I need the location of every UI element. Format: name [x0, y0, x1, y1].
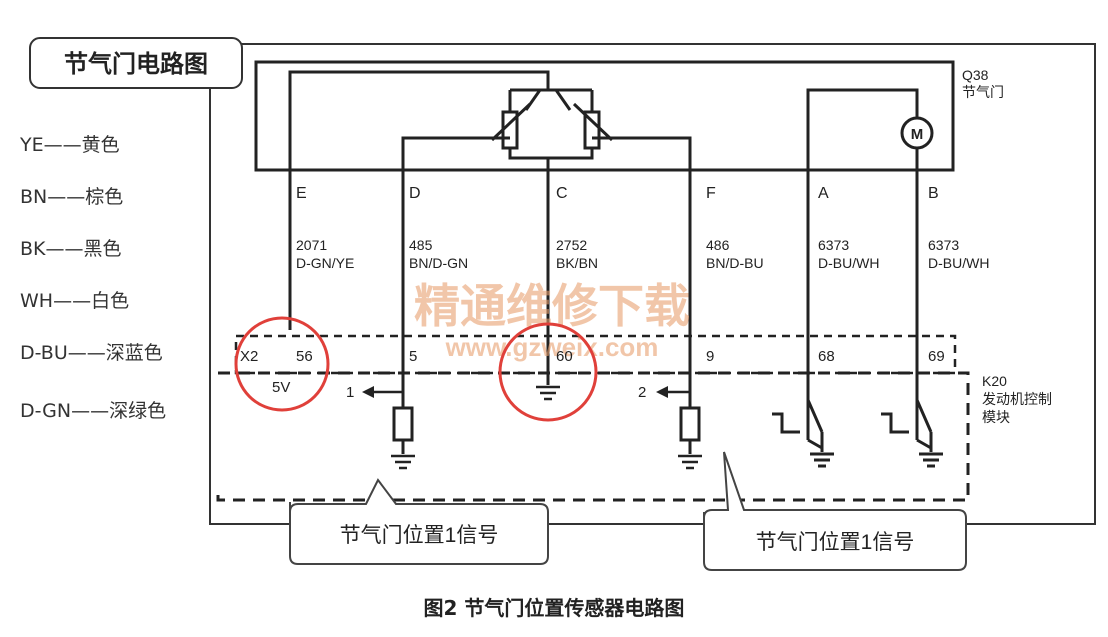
wire-color-e: D-GN/YE [296, 255, 354, 271]
circuit-d: 485 [409, 237, 433, 253]
wire-color-b: D-BU/WH [928, 255, 989, 271]
module-pin-5: 5 [409, 348, 417, 365]
highlight-circle-5v-supply [234, 316, 330, 412]
ground-symbol-1 [391, 454, 415, 470]
circuit-c: 2752 [556, 237, 587, 253]
circuit-a: 6373 [818, 237, 849, 253]
callout-1 [289, 478, 549, 565]
motor-symbol: M [911, 126, 924, 143]
component-id: Q38 [962, 67, 989, 83]
component-name: 节气门 [962, 84, 1004, 100]
pin-a: A [818, 185, 829, 202]
circuit-e: 2071 [296, 237, 327, 253]
figure-caption: 图2 节气门位置传感器电路图 [423, 596, 685, 620]
module-pin-9: 9 [706, 348, 714, 365]
throttle-motor [806, 88, 934, 440]
module-pin-60: 60 [556, 348, 573, 365]
module-pin-69: 69 [928, 348, 945, 365]
module-k20-boundary [216, 371, 970, 502]
callout-1-label: 节气门位置1信号 [340, 524, 499, 547]
wire-color-c: BK/BN [556, 255, 598, 271]
pin-f: F [706, 185, 716, 202]
module-pin-56: 56 [296, 348, 313, 365]
legend-item-d-bu: D-BU——深蓝色 [20, 342, 163, 364]
legend-item-bk: BK——黑色 [20, 238, 122, 260]
supply-5v-label: 5V [272, 379, 290, 396]
module-name-line2: 模块 [982, 409, 1010, 425]
wire-color-a: D-BU/WH [818, 255, 879, 271]
legend-item-wh: WH——白色 [20, 290, 130, 312]
signal-1-label: 1 [346, 384, 354, 401]
legend-item-bn: BN——棕色 [20, 186, 124, 208]
signal-2-label: 2 [638, 384, 646, 401]
module-name-line1: 发动机控制 [982, 391, 1052, 407]
circuit-b: 6373 [928, 237, 959, 253]
title-box [29, 37, 243, 89]
highlight-circle-ground [498, 322, 598, 422]
diagram-title: 节气门电路图 [64, 50, 208, 78]
motor-driver-switch-b [881, 399, 943, 468]
pin-c: C [556, 185, 568, 202]
pin-e: E [296, 185, 307, 202]
module-pin-68: 68 [818, 348, 835, 365]
pull-down-resistor-2 [679, 406, 701, 454]
motor-driver-switch-a [772, 399, 834, 468]
circuit-f: 486 [706, 237, 730, 253]
pull-down-resistor-1 [392, 406, 414, 454]
ground-symbol-sensor [536, 385, 560, 401]
pin-d: D [409, 185, 421, 202]
signal-arrow-1 [362, 386, 403, 398]
diagram-frame [209, 43, 1096, 525]
module-id: K20 [982, 373, 1007, 389]
callout-2 [703, 451, 967, 571]
throttle-body-outline [254, 60, 955, 172]
pin-b: B [928, 185, 939, 202]
legend-item-d-gn: D-GN——深绿色 [20, 400, 167, 422]
connector-id: X2 [240, 348, 258, 365]
wire-color-d: BN/D-GN [409, 255, 468, 271]
legend-item-ye: YE——黄色 [20, 134, 120, 156]
signal-arrow-2 [656, 386, 690, 398]
callout-2-label: 节气门位置1信号 [756, 531, 915, 554]
ground-symbol-2 [678, 454, 702, 470]
wire-color-f: BN/D-BU [706, 255, 764, 271]
position-sensor [288, 70, 692, 410]
